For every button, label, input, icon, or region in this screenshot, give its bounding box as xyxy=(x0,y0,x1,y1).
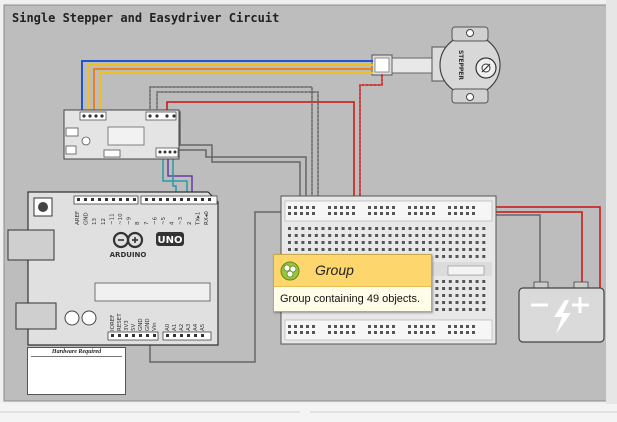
arduino-top-pin-label-4: ~11 xyxy=(109,213,115,225)
tooltip-title: Group xyxy=(315,262,354,278)
lightning-icon xyxy=(554,300,571,334)
arduino-analog-pin-label-5: A5 xyxy=(200,323,206,331)
arduino-top-pin-label-15: RX◂0 xyxy=(204,211,210,225)
arduino-power-pin-label-5: GND xyxy=(145,318,151,331)
battery[interactable] xyxy=(518,281,605,343)
arduino-top-pin-label-1: GND xyxy=(84,212,90,225)
stepper-motor[interactable]: STEPPER xyxy=(371,26,501,104)
arduino-analog-pin-label-3: A3 xyxy=(186,323,192,331)
arduino-top-pin-label-14: TX▸1 xyxy=(195,212,201,226)
arduino-power-pin-label-6: Vin xyxy=(152,322,158,331)
arduino-power-pin-label-2: 3V3 xyxy=(124,320,130,331)
arduino-power-pin-label-0: IOREF xyxy=(110,315,116,331)
diagram-title: Single Stepper and Easydriver Circuit xyxy=(12,11,280,25)
tooltip-header: Group xyxy=(274,255,431,287)
arduino-analog-pin-label-2: A2 xyxy=(179,324,185,331)
arduino-logo-text: ARDUINO xyxy=(110,251,147,259)
arduino-top-pin-label-10: ~5 xyxy=(161,216,167,225)
arduino-analog-pin-label-0: A0 xyxy=(165,323,171,331)
arduino-model: UNO xyxy=(158,235,183,246)
arduino-logo-icon xyxy=(112,231,144,249)
hardware-required-box[interactable]: Hardware Required xyxy=(27,347,126,395)
tooltip-description: Group containing 49 objects. xyxy=(280,293,421,305)
arduino-analog-pin-label-1: A1 xyxy=(172,324,178,331)
arduino-top-pin-label-13: 2 xyxy=(187,222,193,226)
arduino-analog-pin-label-4: A4 xyxy=(193,323,199,331)
easydriver-board[interactable] xyxy=(63,109,180,160)
arduino-top-pin-label-0: AREF xyxy=(75,211,81,225)
hardware-required-title: Hardware Required xyxy=(31,349,122,357)
arduino-top-pin-label-2: 13 xyxy=(92,218,98,225)
wires xyxy=(81,60,601,363)
arduino-top-pin-label-7: 8 xyxy=(135,221,141,225)
group-icon xyxy=(280,261,300,281)
arduino-power-pin-label-4: GND xyxy=(138,318,144,331)
arduino-top-pin-label-3: 12 xyxy=(101,218,107,225)
arduino-power-pin-label-1: RESET xyxy=(117,313,123,331)
arduino-top-pin-label-12: ~3 xyxy=(178,216,184,225)
arduino-top-pin-label-8: 7 xyxy=(144,221,150,225)
arduino-power-pin-label-3: 5V xyxy=(131,324,137,331)
arduino-top-pin-label-11: 4 xyxy=(170,221,176,225)
stepper-label: STEPPER xyxy=(457,50,464,80)
group-tooltip: Group Group containing 49 objects. xyxy=(273,254,432,312)
arduino-top-pin-label-9: ~6 xyxy=(152,216,158,225)
arduino-top-pin-label-5: ~10 xyxy=(118,213,124,225)
arduino-top-pin-label-6: ~9 xyxy=(127,216,133,225)
